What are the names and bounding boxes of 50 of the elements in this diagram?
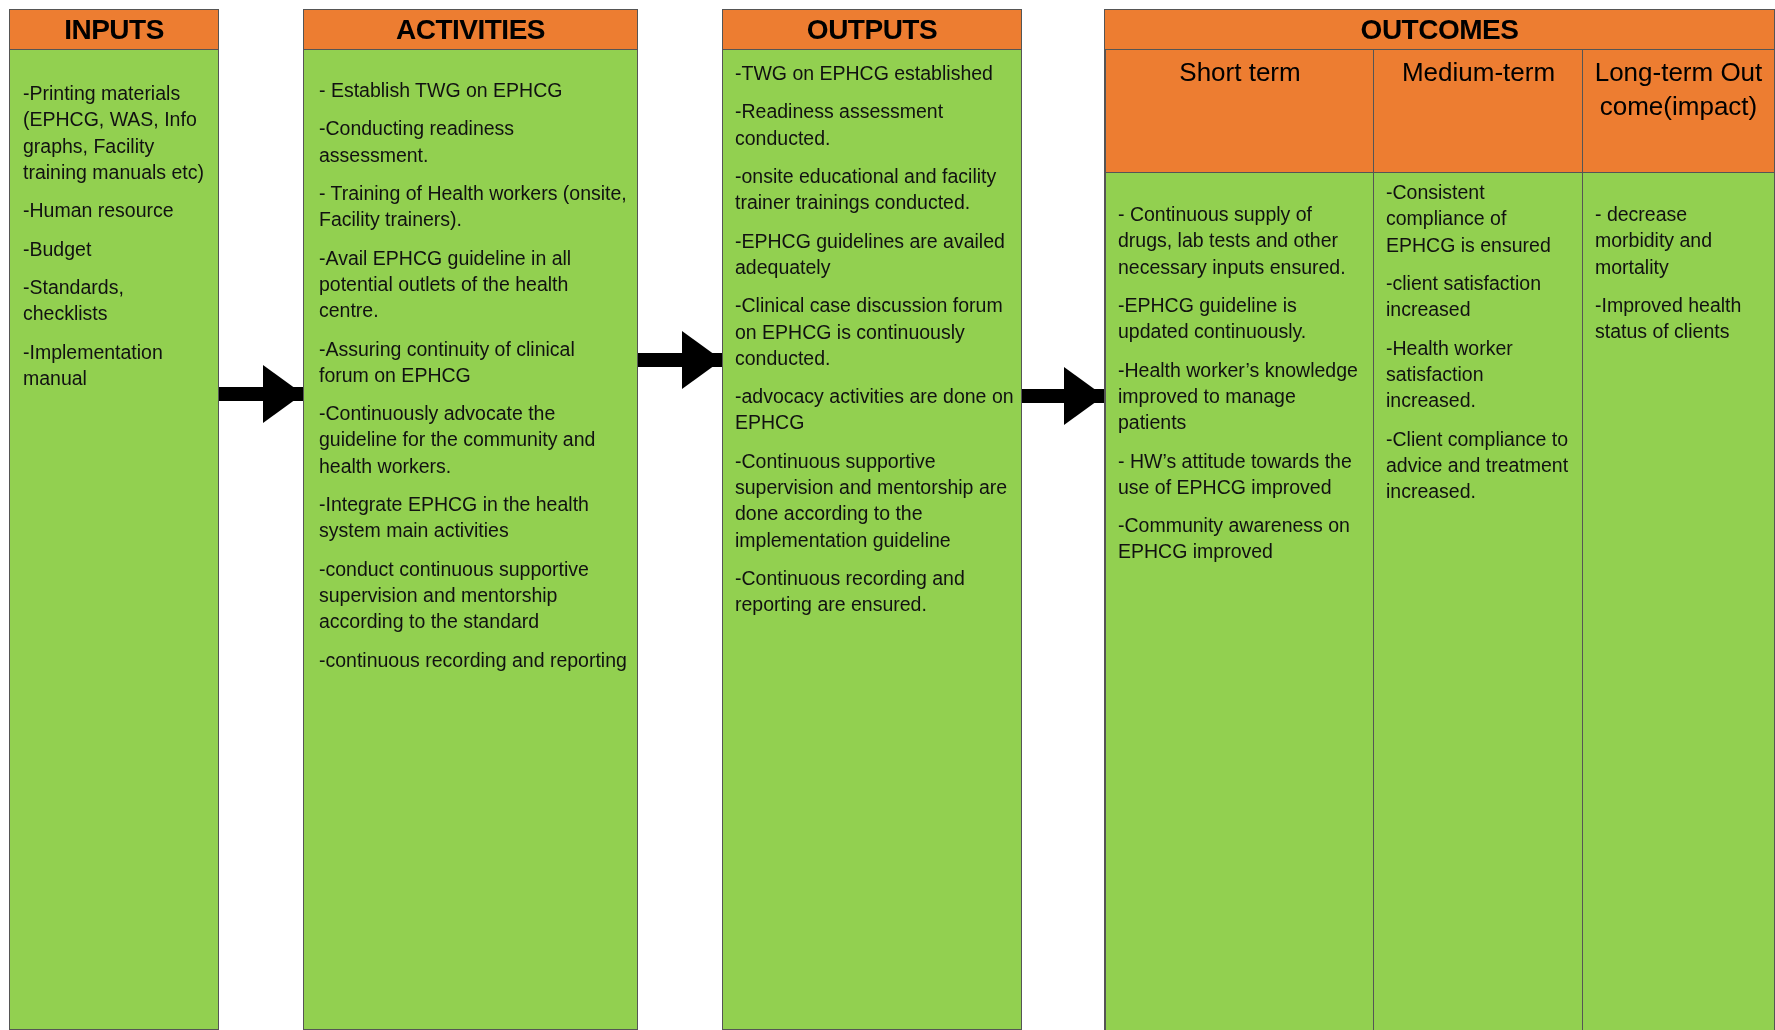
list-item: -Assuring continuity of clinical forum on EPHCG — [319, 336, 576, 388]
list-item: -Human resource — [23, 198, 175, 224]
list-item: -Continuously advocate the guideline for the community and health workers. — [319, 401, 597, 479]
list-item: -Client compliance to advice and treatment increased. — [1386, 426, 1570, 505]
arrow — [638, 331, 722, 389]
column-panel — [303, 9, 638, 1030]
list-item: -continuous recording and reporting — [319, 647, 627, 673]
list-item: - Establish TWG on EPHCG — [319, 78, 564, 103]
list-item: -Health worker satisfaction increased. — [1386, 335, 1514, 414]
column-heading: INPUTS — [10, 10, 218, 50]
list-item: -Standards, checklists — [23, 274, 125, 327]
list-item: -Consistent compliance of EPHCG is ensured — [1386, 180, 1552, 258]
list-item: -Clinical case discussion forum on EPHCG is continuously conducted. — [735, 293, 1004, 371]
list-item: -Improved health status of clients — [1595, 292, 1743, 345]
column-panel — [1105, 50, 1374, 1030]
list-item: -Health worker’s knowledge improved to manage patients — [1118, 357, 1359, 436]
column-panel — [1582, 50, 1774, 1030]
list-item: -Readiness assessment conducted. — [735, 99, 945, 151]
list-item: -advocacy activities are done on EPHCG — [735, 384, 1015, 436]
column-heading: Medium-term — [1374, 50, 1583, 173]
column-panel — [722, 9, 1022, 1030]
list-item: -Integrate EPHCG in the health system main activities — [319, 492, 590, 544]
list-item: -TWG on EPHCG established — [735, 61, 994, 86]
column-panel — [1373, 50, 1583, 1030]
list-item: - Training of Health workers (onsite, Facility trainers). — [319, 180, 627, 233]
column-heading: Short term — [1106, 50, 1374, 173]
list-item: -Continuous supportive supervision and mentorship are done according to the implementation guideline — [735, 448, 1009, 553]
list-item: -EPHCG guidelines are availed adequately — [735, 228, 1006, 280]
list-item: -Continuous recording and reporting are ensured. — [735, 566, 966, 618]
column-heading: ACTIVITIES — [304, 10, 637, 50]
list-item: -Implementation manual — [23, 339, 164, 391]
list-item: -Budget — [23, 236, 93, 262]
column-panel — [1104, 9, 1775, 1030]
arrow — [219, 365, 303, 423]
list-item: -Community awareness on EPHCG improved — [1118, 513, 1351, 565]
column-heading: OUTCOMES — [1105, 10, 1774, 50]
list-item: -client satisfaction increased — [1386, 270, 1542, 323]
column-heading: Long-term Outcome(impact) — [1583, 50, 1774, 173]
list-item: -EPHCG guideline is updated continuously. — [1118, 292, 1308, 345]
list-item: - HW’s attitude towards the use of EPHCG improved — [1118, 448, 1353, 500]
column-panel — [9, 9, 219, 1030]
list-item: -Printing materials (EPHCG, WAS, Info graphs, Facility training manuals etc) — [23, 81, 205, 185]
list-item: - decrease morbidity and mortality — [1595, 202, 1714, 280]
list-item: -Avail EPHCG guideline in all potential outlets of the health centre. — [319, 245, 573, 324]
column-heading: OUTPUTS — [723, 10, 1021, 50]
arrow — [1022, 367, 1104, 425]
list-item: -Conducting readiness assessment. — [319, 116, 516, 168]
list-item: - Continuous supply of drugs, lab tests and other necessary inputs ensured. — [1118, 202, 1347, 280]
list-item: -onsite educational and facility trainer trainings conducted. — [735, 163, 998, 216]
list-item: -conduct continuous supportive supervision and mentorship according to the standard — [319, 556, 590, 635]
